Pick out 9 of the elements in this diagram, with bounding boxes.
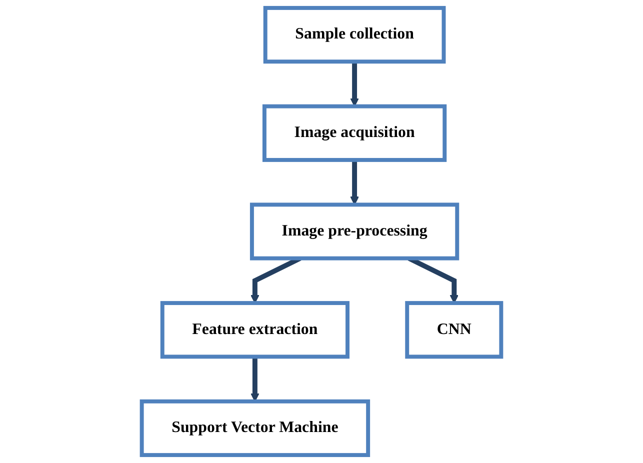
arrow (350, 160, 359, 206)
arrow (250, 356, 260, 402)
node-box: Support Vector Machine (140, 399, 370, 458)
node-box: Image pre-processing (250, 202, 460, 260)
node-box: Feature extraction (160, 301, 350, 359)
node-box: Image acquisition (262, 104, 447, 162)
node-box: Sample collection (263, 6, 446, 64)
arrow (350, 62, 359, 107)
node-box: CNN (405, 301, 504, 359)
